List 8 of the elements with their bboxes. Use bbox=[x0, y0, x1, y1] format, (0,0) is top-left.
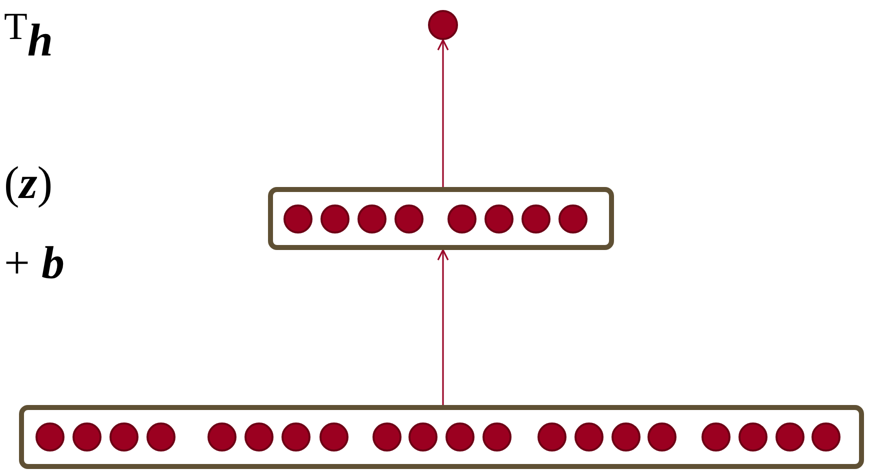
arrow bbox=[437, 249, 449, 405]
formula-text: $^{T}$h bbox=[4, 8, 54, 64]
layer-box bbox=[19, 405, 864, 469]
arrow bbox=[437, 39, 449, 187]
formula-text: + b bbox=[4, 240, 64, 286]
formula-text: (z) bbox=[4, 160, 53, 206]
output-node bbox=[428, 10, 458, 40]
layer-box bbox=[268, 187, 614, 250]
